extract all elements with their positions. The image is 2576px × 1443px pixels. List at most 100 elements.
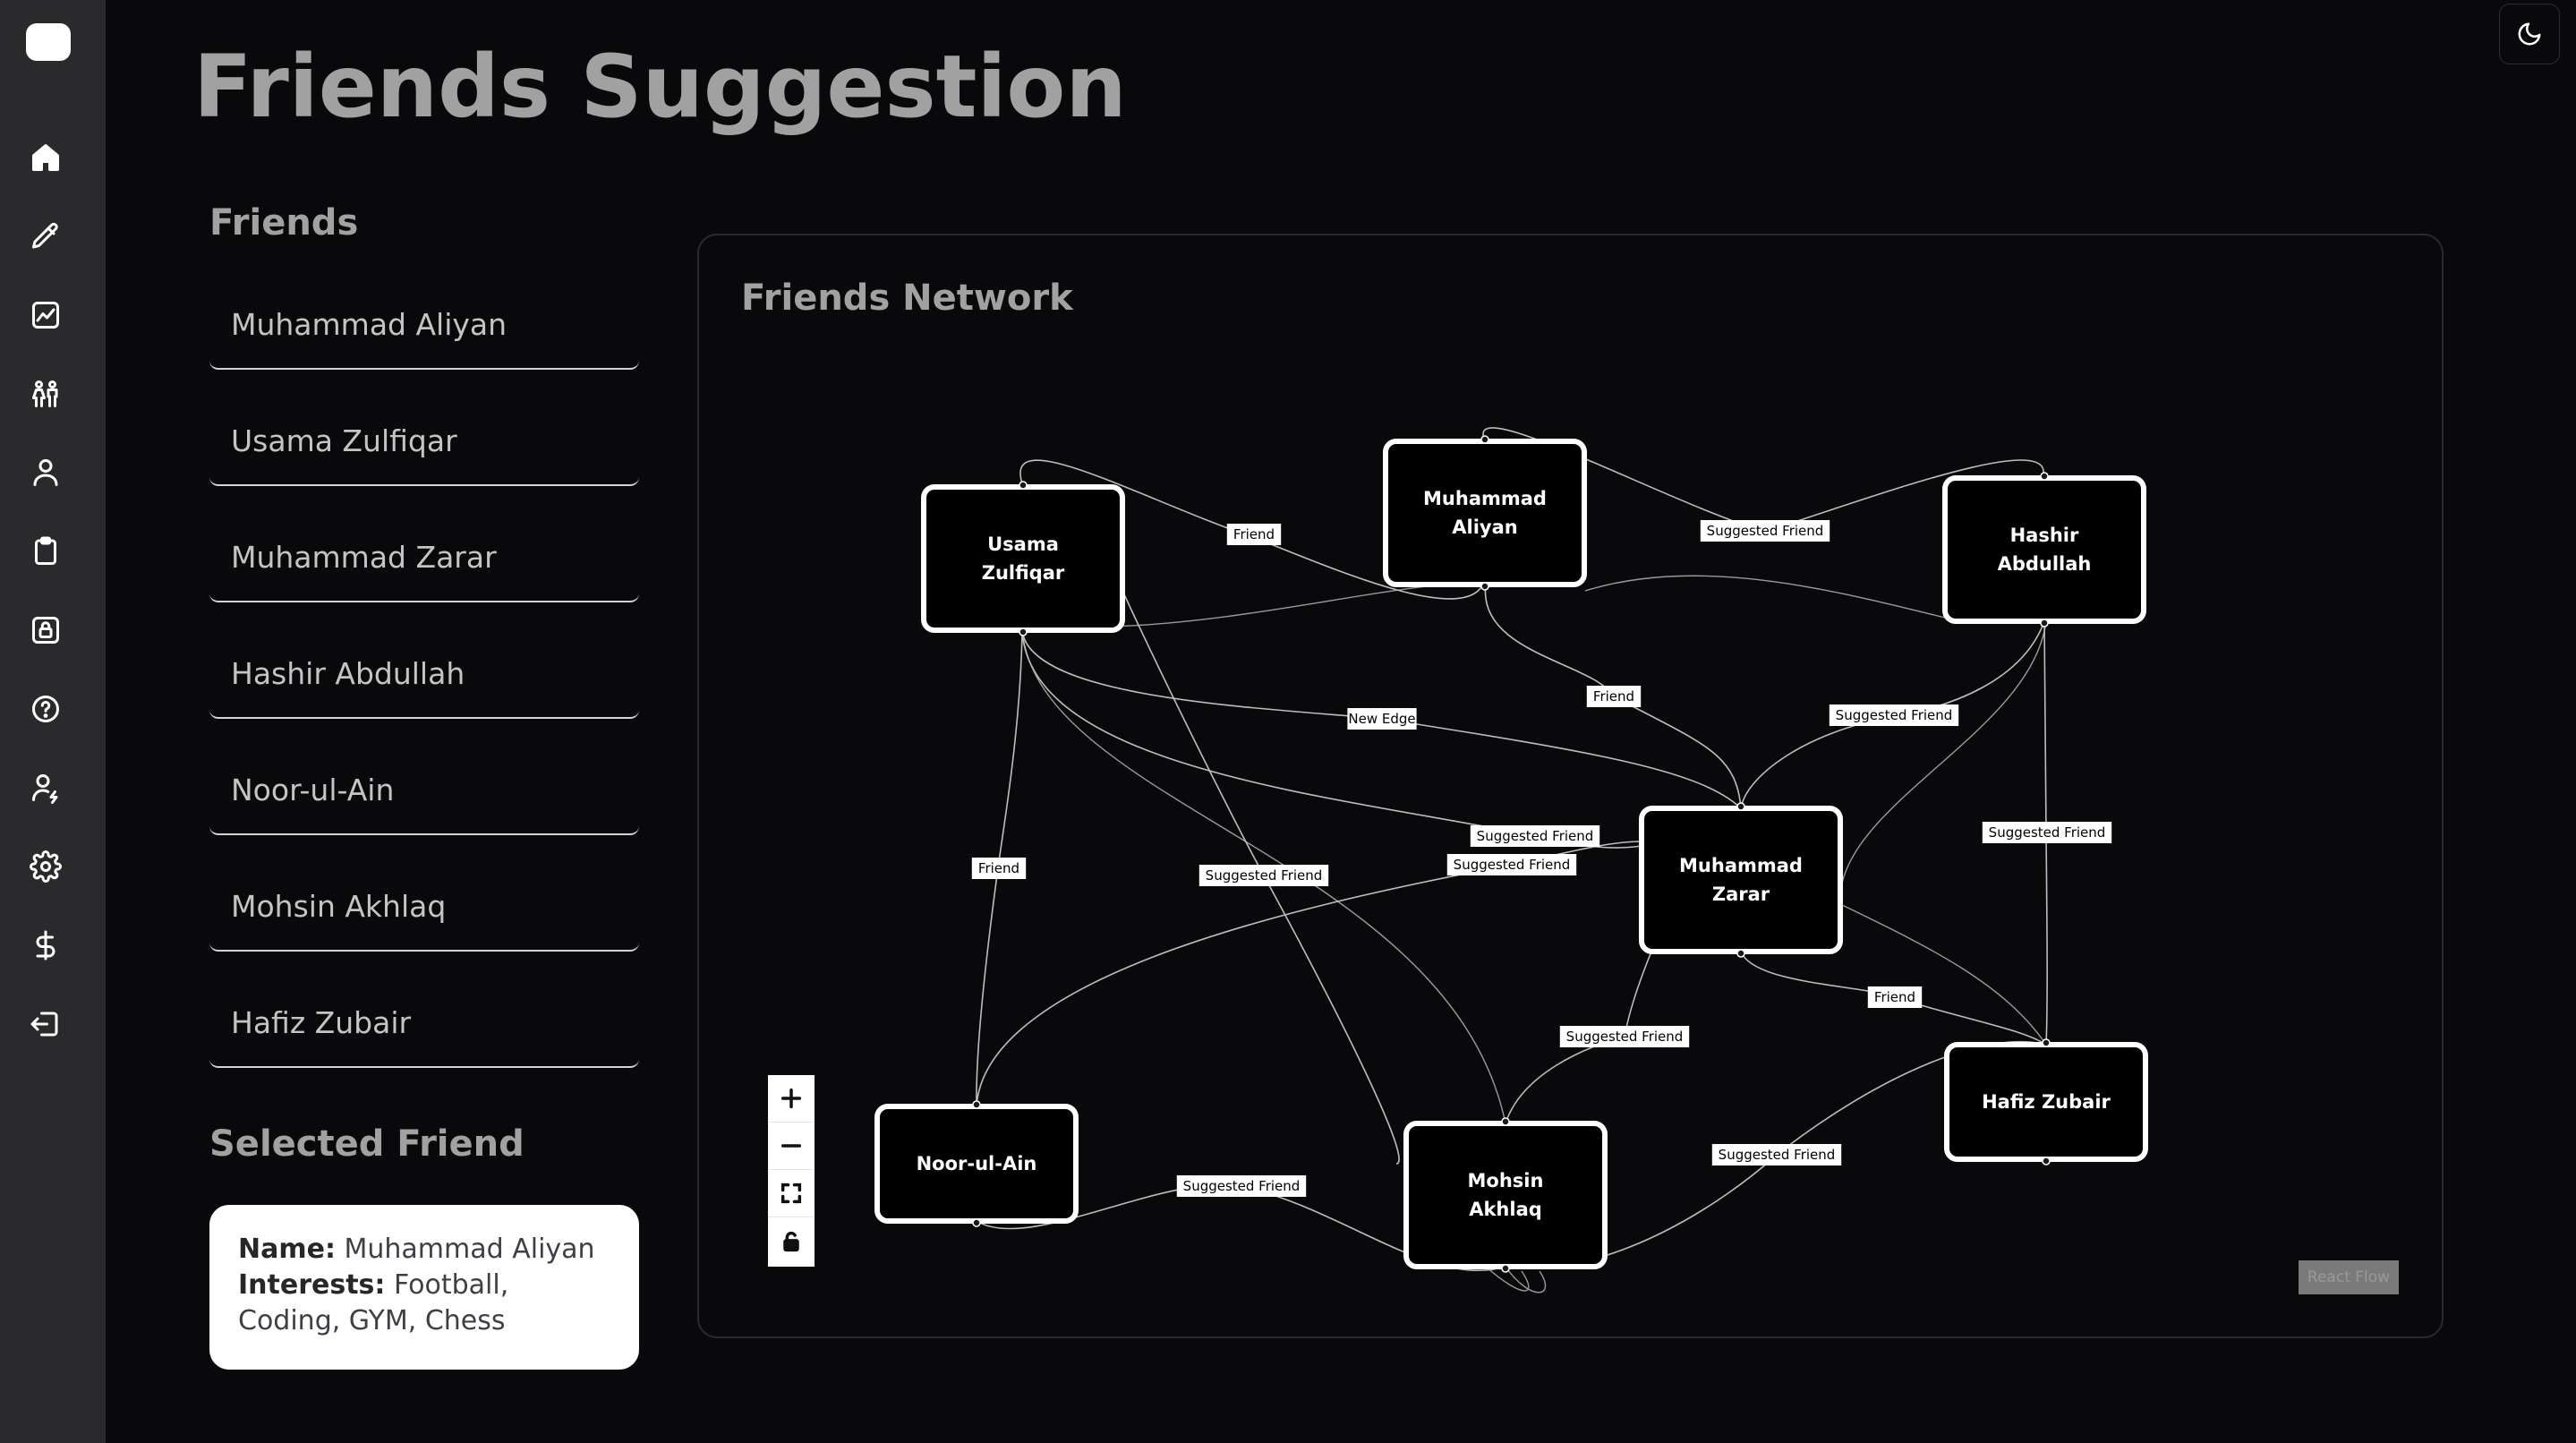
edge-label: Suggested Friend xyxy=(1566,1029,1684,1045)
edge-label-background xyxy=(1982,822,2112,843)
edge-label-background xyxy=(1176,1175,1307,1197)
gear-icon[interactable] xyxy=(23,844,68,889)
react-flow-attribution[interactable]: React Flow xyxy=(2299,1260,2399,1294)
user-gear-icon[interactable] xyxy=(23,765,68,810)
moon-icon xyxy=(2518,22,2541,46)
node-handle[interactable] xyxy=(1736,949,1745,958)
help-circle-icon[interactable] xyxy=(23,687,68,731)
user-icon[interactable] xyxy=(23,450,68,495)
pencil-icon[interactable] xyxy=(23,214,68,259)
lock-icon[interactable] xyxy=(23,608,68,653)
friend-list-item[interactable]: Noor-ul-Ain xyxy=(209,746,639,835)
people-icon[interactable] xyxy=(23,371,68,416)
node-label: Akhlaq xyxy=(1469,1199,1542,1220)
edge-curve xyxy=(1021,629,1506,1124)
node-box xyxy=(1639,806,1843,954)
app-logo[interactable] xyxy=(26,23,71,61)
edge-curve xyxy=(1485,1266,1530,1292)
edge-curve xyxy=(1839,620,2047,905)
node-handle[interactable] xyxy=(2042,1157,2051,1166)
network-node-hafiz[interactable]: Hafiz Zubair xyxy=(1944,1038,2148,1166)
home-icon[interactable] xyxy=(23,135,68,180)
node-handle[interactable] xyxy=(972,1218,981,1227)
node-handle[interactable] xyxy=(2042,1038,2051,1047)
node-handle[interactable] xyxy=(1019,481,1028,490)
edge-label: Suggested Friend xyxy=(1836,707,1953,723)
edge-label: Friend xyxy=(1593,688,1634,704)
node-label: Zarar xyxy=(1712,884,1770,905)
edge-label-background xyxy=(1700,520,1830,542)
zoom-in-button[interactable] xyxy=(768,1075,815,1123)
selected-friend-card: Name: Muhammad Aliyan Interests: Footbal… xyxy=(209,1205,639,1370)
friend-list-item[interactable]: Muhammad Aliyan xyxy=(209,280,639,370)
node-label: Usama xyxy=(987,534,1059,555)
selected-friend-title: Selected Friend xyxy=(209,1123,525,1165)
node-handle[interactable] xyxy=(1019,628,1028,636)
node-label: Muhammad xyxy=(1423,488,1547,509)
node-handle[interactable] xyxy=(1480,435,1489,444)
network-edge[interactable] xyxy=(1021,629,1642,849)
edge-label: Friend xyxy=(1233,526,1275,542)
edge-label-background xyxy=(1446,854,1577,875)
node-handle[interactable] xyxy=(1501,1117,1510,1126)
clipboard-icon[interactable] xyxy=(23,529,68,574)
lock-toggle-button[interactable] xyxy=(768,1217,815,1265)
edge-label-background xyxy=(1559,1026,1690,1047)
name-label: Name: xyxy=(238,1234,336,1265)
minus-icon xyxy=(780,1144,802,1148)
lock-open-icon xyxy=(783,1231,799,1251)
edge-label-background xyxy=(971,858,1027,879)
node-box xyxy=(1942,475,2146,624)
node-handle[interactable] xyxy=(972,1100,981,1109)
node-handle[interactable] xyxy=(2040,619,2049,628)
fit-view-button[interactable] xyxy=(768,1170,815,1217)
edge-label-background xyxy=(1586,686,1642,707)
plus-icon xyxy=(780,1088,802,1109)
node-box xyxy=(1383,439,1587,587)
edge-label: Suggested Friend xyxy=(1989,824,2106,841)
network-edge[interactable] xyxy=(976,841,1642,1107)
edge-label: Suggested Friend xyxy=(1206,867,1323,884)
edge-label-background xyxy=(1470,825,1600,847)
network-node-noor[interactable]: Noor-ul-Ain xyxy=(874,1100,1079,1227)
chart-icon[interactable] xyxy=(23,293,68,337)
zoom-out-button[interactable] xyxy=(768,1123,815,1170)
node-handle[interactable] xyxy=(2040,472,2049,481)
edge-label: Friend xyxy=(978,860,1019,876)
node-handle[interactable] xyxy=(1480,582,1489,591)
edge-label: Suggested Friend xyxy=(1183,1178,1301,1194)
edge-label: Suggested Friend xyxy=(1454,857,1571,873)
friends-section-title: Friends xyxy=(209,202,359,243)
node-handle[interactable] xyxy=(1501,1264,1510,1273)
edge-label-background xyxy=(1226,524,1282,545)
page-title: Friends Suggestion xyxy=(193,37,1127,137)
edge-curve xyxy=(1839,903,2047,1046)
friend-list-item[interactable]: Mohsin Akhlaq xyxy=(209,862,639,952)
edge-label: Suggested Friend xyxy=(1707,523,1824,539)
node-label: Muhammad xyxy=(1679,855,1803,876)
node-handle[interactable] xyxy=(1736,802,1745,811)
edge-label: New Edge xyxy=(1348,711,1415,727)
node-label: Hafiz Zubair xyxy=(1982,1091,2111,1113)
edge-label: Friend xyxy=(1874,989,1915,1005)
edge-curve xyxy=(1505,1266,1546,1294)
interests-label: Interests: xyxy=(238,1269,386,1301)
friend-list-item[interactable]: Usama Zulfiqar xyxy=(209,397,639,486)
theme-toggle-button[interactable] xyxy=(2499,4,2560,64)
friend-list-item[interactable]: Muhammad Zarar xyxy=(209,513,639,602)
edge-curve xyxy=(1584,575,1946,619)
logout-icon[interactable] xyxy=(23,1002,68,1046)
friend-list-item[interactable]: Hashir Abdullah xyxy=(209,629,639,719)
edge-label-background xyxy=(1198,865,1329,886)
edge-label-background xyxy=(1711,1144,1842,1166)
edge-label-background xyxy=(1829,704,1959,726)
friend-list-item[interactable]: Hafiz Zubair xyxy=(209,978,639,1068)
edge-label: Suggested Friend xyxy=(1719,1147,1836,1163)
dollar-icon[interactable] xyxy=(23,923,68,968)
